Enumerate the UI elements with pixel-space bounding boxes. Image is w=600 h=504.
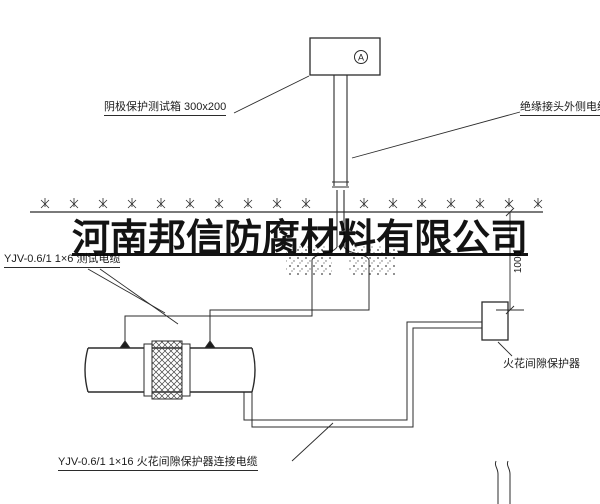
test-cable-routes bbox=[124, 246, 370, 343]
test-box bbox=[309, 37, 381, 76]
spark-gap-protector bbox=[481, 301, 509, 341]
ground-hatch-icons bbox=[40, 197, 543, 209]
insulating-joint bbox=[143, 340, 191, 400]
outer-cable-label: 绝缘接头外侧电缆 bbox=[520, 101, 600, 117]
concrete-blocks bbox=[286, 246, 395, 276]
test-cable-label: YJV-0.6/1 1×6 测试电缆 bbox=[4, 253, 121, 269]
test-box-label: 阴极保护测试箱 300x200 bbox=[104, 101, 227, 117]
conduit-riser bbox=[332, 75, 349, 247]
meter-letter: A bbox=[358, 53, 364, 63]
leader-lines bbox=[87, 75, 521, 462]
spark-protector-label: 火花间隙保护器 bbox=[503, 358, 580, 370]
protector-cable-routes bbox=[243, 321, 482, 428]
dimension-text: 1000 bbox=[513, 250, 524, 273]
cable-weld-terminals bbox=[119, 340, 216, 349]
pipe-break-symbol bbox=[494, 460, 511, 504]
dimension-1000 bbox=[496, 207, 524, 315]
protector-cable-label: YJV-0.6/1 1×16 火花间隙保护器连接电缆 bbox=[58, 456, 258, 472]
